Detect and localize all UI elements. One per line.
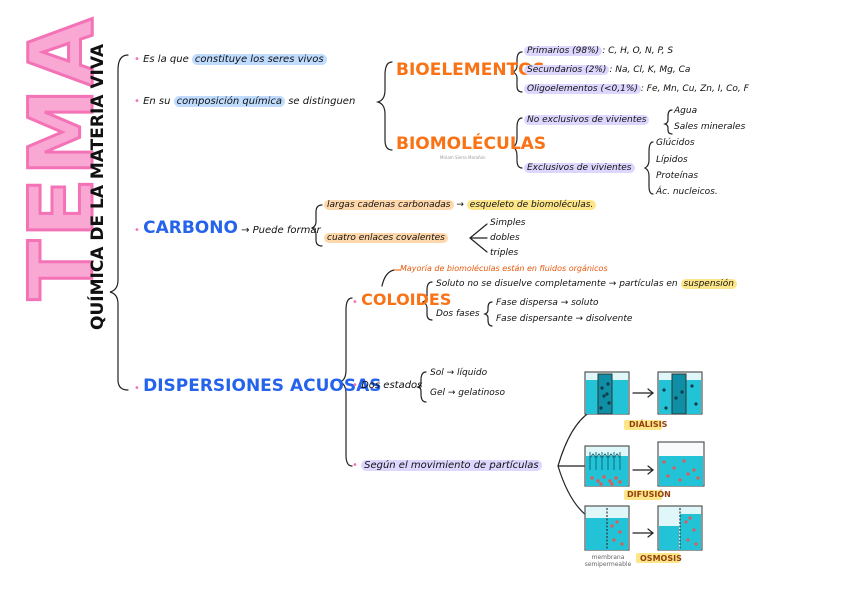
coloides-title: COLOIDES xyxy=(361,290,452,309)
coloides-soluto: Soluto no se disuelve completamente → pa… xyxy=(436,279,737,289)
intro-line-1-prefix: Es la que xyxy=(143,54,189,65)
intro-line-1: • Es la que constituye los seres vivos xyxy=(134,54,327,65)
bioelementos-item-secundarios: Secundarios (2%): Na, Cl, K, Mg, Ca xyxy=(524,65,690,75)
carbono-branch-1-highlight: largas cadenas carbonadas xyxy=(324,200,454,210)
fase-dispersa: Fase dispersa → soluto xyxy=(496,298,599,308)
no-exclusivos-label: No exclusivos de vivientes xyxy=(524,115,650,125)
bioelementos-item-label: Primarios (98%) xyxy=(524,46,603,56)
subtitle: QUÍMICA DE LA MATERIA VIVA xyxy=(88,43,108,330)
dispersiones-title: DISPERSIONES ACUOSAS xyxy=(143,376,382,396)
coloides-soluto-highlight: suspensión xyxy=(680,279,737,289)
dispersiones-row: • DISPERSIONES ACUOSAS xyxy=(134,376,382,396)
coloides-note: Mayoría de biomoléculas están en fluidos… xyxy=(400,264,608,273)
movimiento-label: Según el movimiento de partículas xyxy=(361,460,542,471)
no-exclusivos-text: No exclusivos de vivientes xyxy=(524,115,650,125)
no-exclusivos-item: Sales minerales xyxy=(674,122,746,132)
exclusivos-item: Proteínas xyxy=(656,171,699,181)
osmosis-label: OSMOSIS xyxy=(640,554,682,563)
exclusivos-item: Lípidos xyxy=(656,155,688,165)
enlace-dobles: dobles xyxy=(490,233,520,243)
no-exclusivos-item: Agua xyxy=(674,106,698,116)
bioelementos-item-value: : C, H, O, N, P, S xyxy=(602,46,674,56)
estado-sol: Sol → líquido xyxy=(430,368,488,378)
intro-line-1-highlight: constituye los seres vivos xyxy=(191,54,327,65)
carbono-arrow-text: → Puede formar xyxy=(241,225,321,236)
estado-gel: Gel → gelatinoso xyxy=(430,388,505,398)
carbono-title: CARBONO xyxy=(143,218,238,238)
biomoleculas-title: BIOMOLÉCULAS xyxy=(396,134,547,154)
bioelementos-item-value: : Fe, Mn, Cu, Zn, I, Co, F xyxy=(640,84,749,94)
difusion-diagram xyxy=(584,441,705,500)
exclusivos-label: Exclusivos de vivientes xyxy=(524,163,635,173)
carbono-branch-1: largas cadenas carbonadas → esqueleto de… xyxy=(324,200,597,210)
movimiento-row: • Según el movimiento de partículas xyxy=(352,460,542,471)
intro-line-2-prefix: En su xyxy=(143,96,171,107)
carbono-branch-2: cuatro enlaces covalentes xyxy=(324,233,448,243)
bioelementos-title: BIOELEMENTOS xyxy=(396,60,545,80)
exclusivos-item: Glúcidos xyxy=(656,138,695,148)
intro-line-2-highlight: composición química xyxy=(173,96,286,107)
membrana-label: membrana semipermeable xyxy=(584,554,632,568)
dialisis-diagram xyxy=(584,371,703,430)
osmosis-diagram xyxy=(584,505,703,563)
enlace-triples: triples xyxy=(490,248,519,258)
intro-line-2: • En su composición química se distingue… xyxy=(134,96,356,107)
exclusivos-text: Exclusivos de vivientes xyxy=(524,163,635,173)
fase-dispersante: Fase dispersante → disolvente xyxy=(496,314,633,324)
carbono-branch-2-highlight: cuatro enlaces covalentes xyxy=(324,233,448,243)
estados-label: Dos estados xyxy=(361,380,423,391)
difusion-label: DIFUSIÓN xyxy=(627,490,671,499)
dialisis-label: DIÁLISIS xyxy=(629,420,668,429)
author-credit: Miriam Sierra Marañón xyxy=(440,155,486,160)
carbono-row: • CARBONO → Puede formar xyxy=(134,218,321,238)
estados-row: • Dos estados xyxy=(352,380,423,391)
enlace-simples: Simples xyxy=(490,218,526,228)
bioelementos-item-label: Oligoelementos (<0,1%) xyxy=(524,84,641,94)
bioelementos-item-value: : Na, Cl, K, Mg, Ca xyxy=(609,65,691,75)
coloides-fases-label: Dos fases xyxy=(436,309,480,319)
bioelementos-item-primarios: Primarios (98%): C, H, O, N, P, S xyxy=(524,46,673,56)
carbono-branch-1-result: esqueleto de biomoléculas. xyxy=(466,200,597,210)
exclusivos-item: Ác. nucleicos. xyxy=(656,187,718,197)
bioelementos-item-label: Secundarios (2%) xyxy=(524,65,610,75)
bioelementos-item-oligoelementos: Oligoelementos (<0,1%): Fe, Mn, Cu, Zn, … xyxy=(524,84,749,94)
coloides-soluto-text: Soluto no se disuelve completamente → pa… xyxy=(436,279,678,289)
intro-line-2-suffix: se distinguen xyxy=(288,96,356,107)
coloides-row: • COLOIDES xyxy=(352,290,452,309)
